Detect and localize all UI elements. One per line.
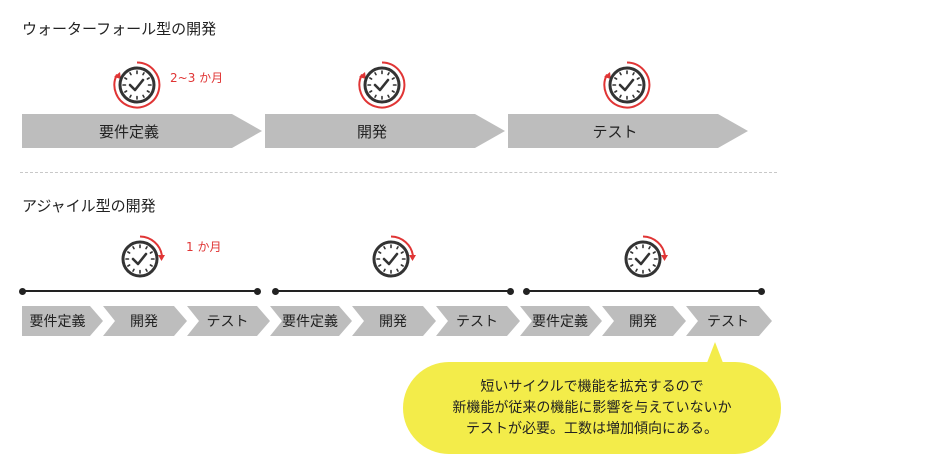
timeline-start-dot: [272, 287, 279, 295]
agile-3-phase-requirements: 要件定義: [520, 306, 602, 336]
timeline-end-dot: [758, 287, 765, 295]
timeline-end-dot: [507, 287, 514, 295]
phase-label: テスト: [456, 314, 498, 330]
callout-line: 新機能が従来の機能に影響を与えていないか: [452, 399, 732, 416]
waterfall-phase-development: 開発: [265, 114, 505, 148]
phase-label: 開発: [379, 314, 407, 330]
clock-icon: [358, 61, 406, 109]
agile-duration: 1 か月: [186, 240, 222, 254]
agile-2-phase-test: テスト: [436, 306, 520, 336]
agile-2-phase-requirements: 要件定義: [270, 306, 352, 336]
phase-label: 要件定義: [29, 314, 86, 330]
agile-1-phase-development: 開発: [103, 306, 187, 336]
callout-pointer: [705, 342, 725, 368]
phase-label: テスト: [592, 122, 638, 141]
waterfall-phase-test: テスト: [508, 114, 748, 148]
phase-label: 開発: [629, 314, 657, 330]
section-divider: [20, 172, 777, 173]
timeline-start-dot: [523, 287, 530, 295]
phase-label: テスト: [707, 314, 749, 330]
timeline-end-dot: [254, 287, 261, 295]
clock-icon: [113, 61, 161, 109]
waterfall-title: ウォーターフォール型の開発: [22, 20, 217, 38]
clock-icon: [624, 235, 668, 278]
phase-label: 要件定義: [282, 314, 338, 330]
agile-3-phase-test: テスト: [686, 306, 772, 336]
phase-label: 開発: [356, 122, 387, 141]
agile-1-phase-test: テスト: [187, 306, 270, 336]
iteration-timeline: [275, 290, 511, 292]
phase-label: 要件定義: [98, 122, 159, 141]
waterfall-duration: 2~3 か月: [170, 71, 224, 85]
timeline-start-dot: [19, 287, 26, 295]
clock-icon: [603, 61, 651, 109]
agile-title: アジャイル型の開発: [22, 197, 156, 215]
callout-line: 短いサイクルで機能を拡充するので: [480, 378, 704, 395]
clock-icon: [121, 235, 165, 278]
iteration-timeline: [526, 290, 762, 292]
agile-2-phase-development: 開発: [352, 306, 436, 336]
phase-label: 開発: [130, 314, 158, 330]
phase-label: テスト: [206, 314, 249, 330]
waterfall-phase-requirements: 要件定義: [22, 114, 262, 148]
agile-3-phase-development: 開発: [602, 306, 686, 336]
clock-icon: [372, 235, 416, 278]
callout-bubble: 短いサイクルで機能を拡充するので 新機能が従来の機能に影響を与えていないか テス…: [403, 362, 781, 454]
phase-label: 要件定義: [532, 314, 588, 330]
agile-1-phase-requirements: 要件定義: [22, 306, 103, 336]
iteration-timeline: [22, 290, 258, 292]
callout-line: テストが必要。工数は増加傾向にある。: [466, 420, 718, 437]
